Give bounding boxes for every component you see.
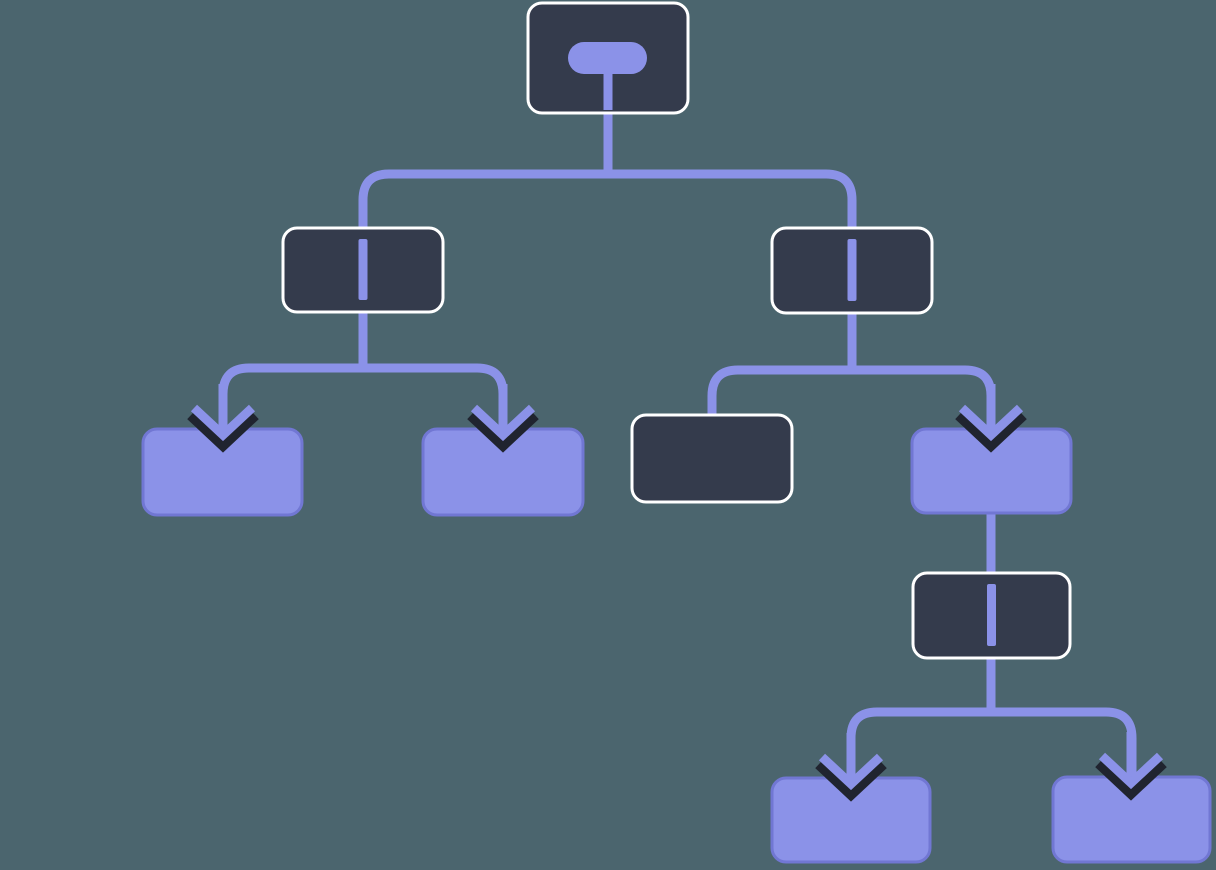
pill-placeholder-icon bbox=[568, 42, 647, 74]
chevron-down-icon bbox=[1098, 752, 1164, 790]
connectors-layer bbox=[218, 75, 1137, 780]
chevron-down-icon bbox=[818, 753, 884, 791]
node-dark-leaf bbox=[630, 413, 794, 504]
chevron-down-shadow-icon bbox=[467, 408, 539, 453]
chevron-down-icon bbox=[470, 404, 536, 442]
connector-branch-bottom-to-leaves bbox=[846, 650, 1137, 780]
connector-branch-right-to-children bbox=[707, 306, 996, 432]
arrow-into-leaf-e bbox=[1095, 732, 1167, 801]
vbar-placeholder-icon bbox=[847, 239, 857, 301]
node-branch-bottom bbox=[911, 571, 1072, 660]
vbar-placeholder-icon bbox=[358, 239, 368, 300]
chevron-down-shadow-icon bbox=[955, 408, 1027, 453]
nodes-layer bbox=[141, 1, 1212, 864]
arrowheads-layer bbox=[187, 384, 1167, 802]
arrow-into-leaf-c bbox=[955, 384, 1027, 453]
arrow-into-leaf-b bbox=[467, 384, 539, 453]
chevron-down-icon bbox=[190, 404, 256, 442]
arrow-into-leaf-d bbox=[815, 733, 887, 802]
chevron-down-shadow-icon bbox=[1095, 756, 1167, 801]
pill-stem bbox=[603, 74, 613, 110]
chevron-down-shadow-icon bbox=[815, 757, 887, 802]
node-branch-left bbox=[281, 226, 445, 314]
chevron-down-icon bbox=[958, 404, 1024, 442]
vbar-placeholder-icon bbox=[987, 584, 996, 646]
connector-branch-left-to-leaves bbox=[218, 305, 508, 432]
dark-node-box bbox=[630, 413, 794, 504]
node-root bbox=[526, 1, 690, 115]
node-branch-right bbox=[770, 226, 934, 315]
chevron-down-shadow-icon bbox=[187, 408, 259, 453]
arrow-into-leaf-a bbox=[187, 384, 259, 453]
